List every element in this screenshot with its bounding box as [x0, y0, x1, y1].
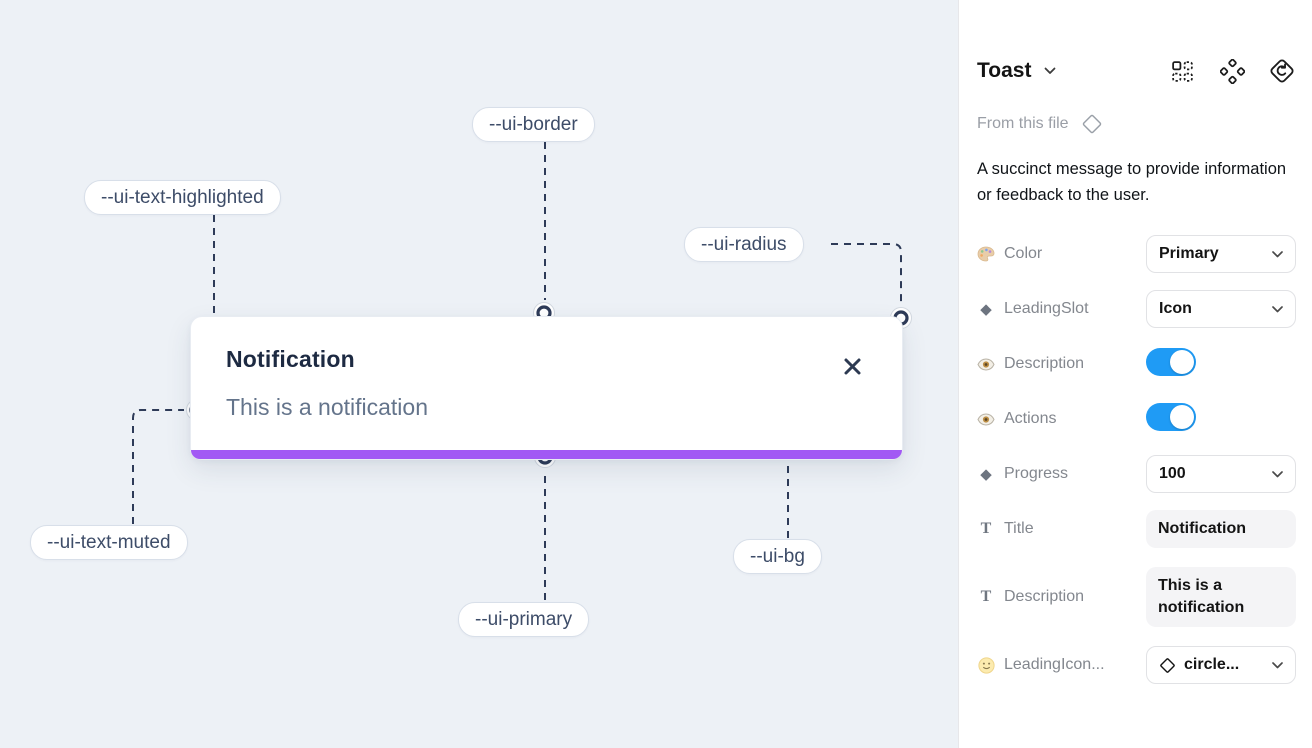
var-label-ui-primary[interactable]: --ui-primary: [458, 602, 590, 637]
prop-label-description-text: Description: [1004, 588, 1085, 605]
toast-component[interactable]: Notification This is a notification: [190, 316, 903, 460]
palette-icon: [977, 246, 995, 262]
description-toggle[interactable]: [1146, 347, 1196, 376]
go-to-main-component-icon: [1270, 59, 1294, 83]
component-description: A succinct message to provide informatio…: [977, 160, 1287, 204]
leadingslot-dropdown[interactable]: Icon: [1146, 290, 1296, 328]
progress-dropdown[interactable]: 100: [1146, 455, 1296, 493]
panel-header: Toast: [977, 57, 1296, 85]
actions-toggle[interactable]: [1146, 402, 1196, 431]
eye-icon: [977, 412, 995, 426]
smiley-icon: [977, 656, 995, 674]
prop-label-title: Title: [1004, 520, 1034, 537]
color-dropdown[interactable]: Primary: [1146, 235, 1296, 273]
text-icon: T: [980, 520, 992, 537]
component-icon: [1219, 58, 1245, 84]
text-icon: T: [980, 588, 992, 605]
prop-row-leadingicon: LeadingIcon... circle...: [977, 646, 1296, 684]
chevron-down-icon: [1272, 250, 1283, 258]
chevron-down-icon: [1045, 67, 1056, 74]
prop-row-title: T Title Notification: [977, 510, 1296, 548]
prop-row-leadingslot: ◆ LeadingSlot Icon: [977, 290, 1296, 328]
var-label-ui-text-muted[interactable]: --ui-text-muted: [30, 525, 188, 560]
prop-row-description-toggle: Description: [977, 345, 1296, 383]
prop-row-actions-toggle: Actions: [977, 400, 1296, 438]
swap-instance-button[interactable]: [1168, 57, 1196, 85]
prop-label-color: Color: [1004, 245, 1043, 262]
prop-row-progress: ◆ Progress 100: [977, 455, 1296, 493]
go-to-main-component-button[interactable]: [1268, 57, 1296, 85]
close-icon: [844, 358, 860, 374]
prop-label-description: Description: [1004, 355, 1085, 372]
connector-line-ui-text-muted: [132, 409, 184, 524]
chevron-down-icon: [1272, 661, 1283, 669]
diamond-icon: ◆: [980, 466, 992, 483]
toast-progress-bar: [191, 450, 902, 459]
component-title-dropdown[interactable]: [1041, 62, 1059, 80]
component-button[interactable]: [1218, 57, 1246, 85]
toast-description: This is a notification: [226, 394, 428, 420]
prop-label-leadingicon: LeadingIcon...: [1004, 656, 1105, 673]
connector-line-ui-radius: [831, 243, 902, 305]
diamond-outline-icon: [1082, 114, 1101, 134]
toast-title: Notification: [226, 346, 355, 372]
title-field[interactable]: Notification: [1146, 510, 1296, 548]
toast-close-button[interactable]: [840, 354, 864, 378]
prop-label-leadingslot: LeadingSlot: [1004, 300, 1089, 317]
diamond-icon: ◆: [980, 301, 992, 318]
eye-icon: [977, 357, 995, 371]
chevron-down-icon: [1272, 470, 1283, 478]
properties-panel: Toast: [958, 0, 1312, 748]
prop-row-color: Color Primary: [977, 235, 1296, 273]
property-list: Color Primary ◆ LeadingSlot: [977, 235, 1296, 684]
var-label-ui-text-highlighted[interactable]: --ui-text-highlighted: [84, 180, 281, 215]
var-label-ui-border[interactable]: --ui-border: [472, 107, 595, 142]
source-label: From this file: [977, 115, 1069, 132]
diamond-outline-icon: [1159, 657, 1176, 674]
prop-row-description-text: T Description This is a notification: [977, 565, 1296, 629]
leadingicon-dropdown[interactable]: circle...: [1146, 646, 1296, 684]
toggle-knob: [1170, 349, 1194, 374]
source-row: From this file: [977, 113, 1296, 135]
prop-label-actions: Actions: [1004, 410, 1057, 427]
chevron-down-icon: [1272, 305, 1283, 313]
toggle-knob: [1170, 404, 1194, 429]
description-field[interactable]: This is a notification: [1146, 567, 1296, 627]
var-label-ui-radius[interactable]: --ui-radius: [684, 227, 804, 262]
component-title: Toast: [977, 59, 1032, 82]
instance-grid-icon: [1171, 60, 1193, 82]
design-canvas[interactable]: Notification This is a notification --ui…: [0, 0, 958, 748]
var-label-ui-bg[interactable]: --ui-bg: [733, 539, 822, 574]
prop-label-progress: Progress: [1004, 465, 1069, 482]
